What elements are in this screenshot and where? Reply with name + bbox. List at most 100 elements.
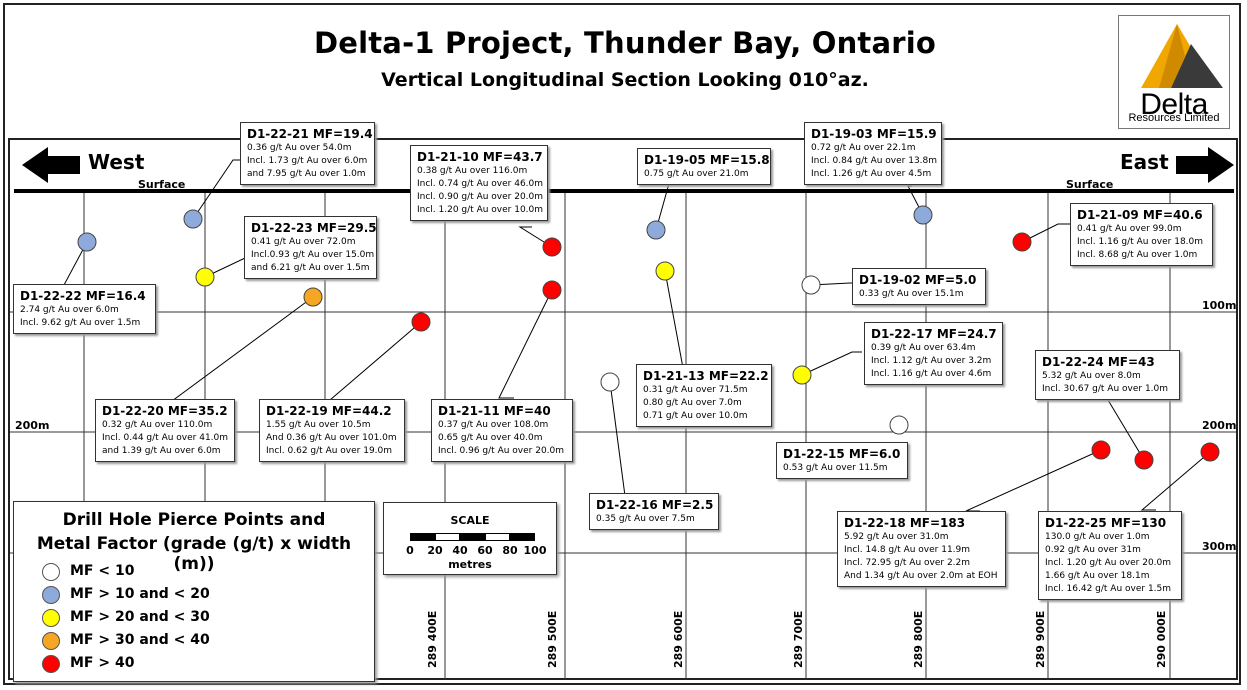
pierce-point-d1-22-22	[77, 232, 97, 252]
callout-line: Incl. 0.62 g/t Au over 19.0m	[266, 446, 393, 456]
callout-line: Incl. 72.95 g/t Au over 2.2m	[844, 558, 971, 568]
scale-unit: metres	[448, 558, 492, 571]
callout-header: D1-22-15 MF=6.0	[783, 447, 901, 461]
callout-line: 5.32 g/t Au over 8.0m	[1042, 371, 1141, 381]
callout-line: Incl. 1.26 g/t Au over 4.5m	[811, 169, 932, 179]
surface-label-west: Surface	[138, 178, 186, 191]
callout-line: 0.75 g/t Au over 21.0m	[644, 169, 749, 179]
callout-line: Incl. 0.84 g/t Au over 13.8m	[811, 156, 938, 166]
callout-line: and 6.21 g/t Au over 1.5m	[251, 263, 370, 273]
callout-line: 0.72 g/t Au over 22.1m	[811, 143, 916, 153]
callout-line: 2.74 g/t Au over 6.0m	[20, 305, 119, 315]
pierce-point-d1-21-11	[542, 280, 562, 300]
white-circle-icon	[42, 563, 60, 581]
callout-line: Incl. 1.12 g/t Au over 3.2m	[871, 356, 992, 366]
callout-line: Incl.0.93 g/t Au over 15.0m	[251, 250, 375, 260]
callout-line: Incl. 1.20 g/t Au over 20.0m	[1045, 558, 1172, 568]
callout-line: Incl. 1.73 g/t Au over 6.0m	[247, 156, 368, 166]
yellow-circle-icon	[42, 609, 60, 627]
callout-d1-22-16: D1-22-16 MF=2.5 0.35 g/t Au over 7.5m	[589, 493, 719, 530]
blue-circle-icon	[42, 586, 60, 604]
scale-segment	[510, 533, 535, 541]
pierce-point-d1-22-19	[411, 312, 431, 332]
callout-d1-21-09: D1-21-09 MF=40.6 0.41 g/t Au over 99.0m …	[1070, 203, 1213, 266]
callout-line: Incl. 0.90 g/t Au over 20.0m	[417, 192, 544, 202]
west-label: West	[88, 150, 145, 174]
callout-line: 0.41 g/t Au over 72.0m	[251, 237, 356, 247]
legend-title-line2: Metal Factor (grade (g/t) x width (m))	[36, 534, 352, 574]
callout-line: 0.31 g/t Au over 71.5m	[643, 385, 748, 395]
callout-d1-22-25: D1-22-25 MF=130 130.0 g/t Au over 1.0m 0…	[1038, 511, 1182, 600]
callout-header: D1-22-23 MF=29.5	[251, 221, 377, 235]
callout-line: 0.39 g/t Au over 63.4m	[871, 343, 976, 353]
pierce-point-d1-22-25	[1200, 442, 1220, 462]
callout-header: D1-22-17 MF=24.7	[871, 327, 997, 341]
callout-line: 5.92 g/t Au over 31.0m	[844, 532, 949, 542]
callout-line: 0.37 g/t Au over 108.0m	[438, 420, 549, 430]
callout-header: D1-22-25 MF=130	[1045, 516, 1167, 530]
callout-line: 0.36 g/t Au over 54.0m	[247, 143, 352, 153]
callout-line: 0.38 g/t Au over 116.0m	[417, 166, 528, 176]
east-label: East	[1120, 150, 1169, 174]
pierce-point-d1-21-10	[542, 237, 562, 257]
callout-line: Incl. 14.8 g/t Au over 11.9m	[844, 545, 971, 555]
callout-d1-22-24: D1-22-24 MF=43 5.32 g/t Au over 8.0m Inc…	[1035, 350, 1180, 400]
legend-title-line1: Drill Hole Pierce Points and	[62, 510, 326, 530]
callout-header: D1-22-22 MF=16.4	[20, 289, 146, 303]
pierce-point-d1-21-13	[655, 261, 675, 281]
pierce-point-d1-19-03	[913, 205, 933, 225]
callout-header: D1-22-16 MF=2.5	[596, 498, 714, 512]
callout-header: D1-21-09 MF=40.6	[1077, 208, 1203, 222]
callout-line: Incl. 1.20 g/t Au over 10.0m	[417, 205, 544, 215]
pierce-point-d1-22-21	[183, 209, 203, 229]
callout-line: Incl. 1.16 g/t Au over 18.0m	[1077, 237, 1204, 247]
callout-line: Incl. 16.42 g/t Au over 1.5m	[1045, 584, 1172, 594]
callout-header: D1-19-05 MF=15.8	[644, 153, 770, 167]
surface-line	[14, 189, 1234, 193]
legend-label: MF > 30 and < 40	[70, 632, 210, 648]
callout-d1-22-15: D1-22-15 MF=6.0 0.53 g/t Au over 11.5m	[776, 442, 908, 479]
callout-line: 0.32 g/t Au over 110.0m	[102, 420, 213, 430]
pierce-point-d1-22-24	[1134, 450, 1154, 470]
pierce-point-d1-19-02	[801, 275, 821, 295]
legend: Drill Hole Pierce Points and Metal Facto…	[13, 501, 375, 682]
callout-line: Incl. 30.67 g/t Au over 1.0m	[1042, 384, 1169, 394]
pierce-point-d1-22-20	[303, 287, 323, 307]
pierce-point-d1-19-05	[646, 220, 666, 240]
scale-bar: SCALE 0 20 40 60 80 100 metres	[383, 502, 557, 575]
scale-tick: 100	[523, 544, 547, 557]
pierce-point-d1-22-23	[195, 267, 215, 287]
legend-label: MF > 40	[70, 655, 135, 671]
callout-header: D1-21-13 MF=22.2	[643, 369, 769, 383]
callout-d1-21-11: D1-21-11 MF=40 0.37 g/t Au over 108.0m 0…	[431, 399, 573, 462]
callout-line: And 1.34 g/t Au over 2.0m at EOH	[844, 571, 998, 581]
pierce-point-d1-22-15	[889, 415, 909, 435]
callout-header: D1-22-20 MF=35.2	[102, 404, 228, 418]
logo-text: Delta	[1140, 88, 1208, 121]
scale-tick: 80	[502, 544, 518, 557]
mountain-logo-icon	[1141, 24, 1223, 88]
callout-line: 0.80 g/t Au over 7.0m	[643, 398, 742, 408]
west-arrow-icon	[22, 147, 80, 183]
scale-segment	[435, 533, 460, 541]
callout-header: D1-21-10 MF=43.7	[417, 150, 543, 164]
page-title: Delta-1 Project, Thunder Bay, Ontario	[313, 26, 937, 60]
callout-header: D1-22-24 MF=43	[1042, 355, 1155, 369]
callout-header: D1-22-21 MF=19.4	[247, 127, 373, 141]
elevation-300m: 300m	[1202, 540, 1237, 553]
logo-subtext: Resources Limited	[1128, 112, 1220, 124]
callout-line: Incl. 1.16 g/t Au over 4.6m	[871, 369, 992, 379]
callout-line: 0.71 g/t Au over 10.0m	[643, 411, 748, 421]
callout-line: 1.55 g/t Au over 10.5m	[266, 420, 371, 430]
orange-circle-icon	[42, 632, 60, 650]
callout-header: D1-22-19 MF=44.2	[266, 404, 392, 418]
elevation-200m-east: 200m	[1202, 419, 1237, 432]
pierce-point-d1-22-18	[1091, 440, 1111, 460]
outer-frame	[3, 3, 1241, 685]
callout-line: 1.66 g/t Au over 18.1m	[1045, 571, 1150, 581]
scale-tick: 60	[477, 544, 493, 557]
callout-line: Incl. 0.44 g/t Au over 41.0m	[102, 433, 229, 443]
elevation-100m: 100m	[1202, 299, 1237, 312]
scale-segment	[485, 533, 510, 541]
